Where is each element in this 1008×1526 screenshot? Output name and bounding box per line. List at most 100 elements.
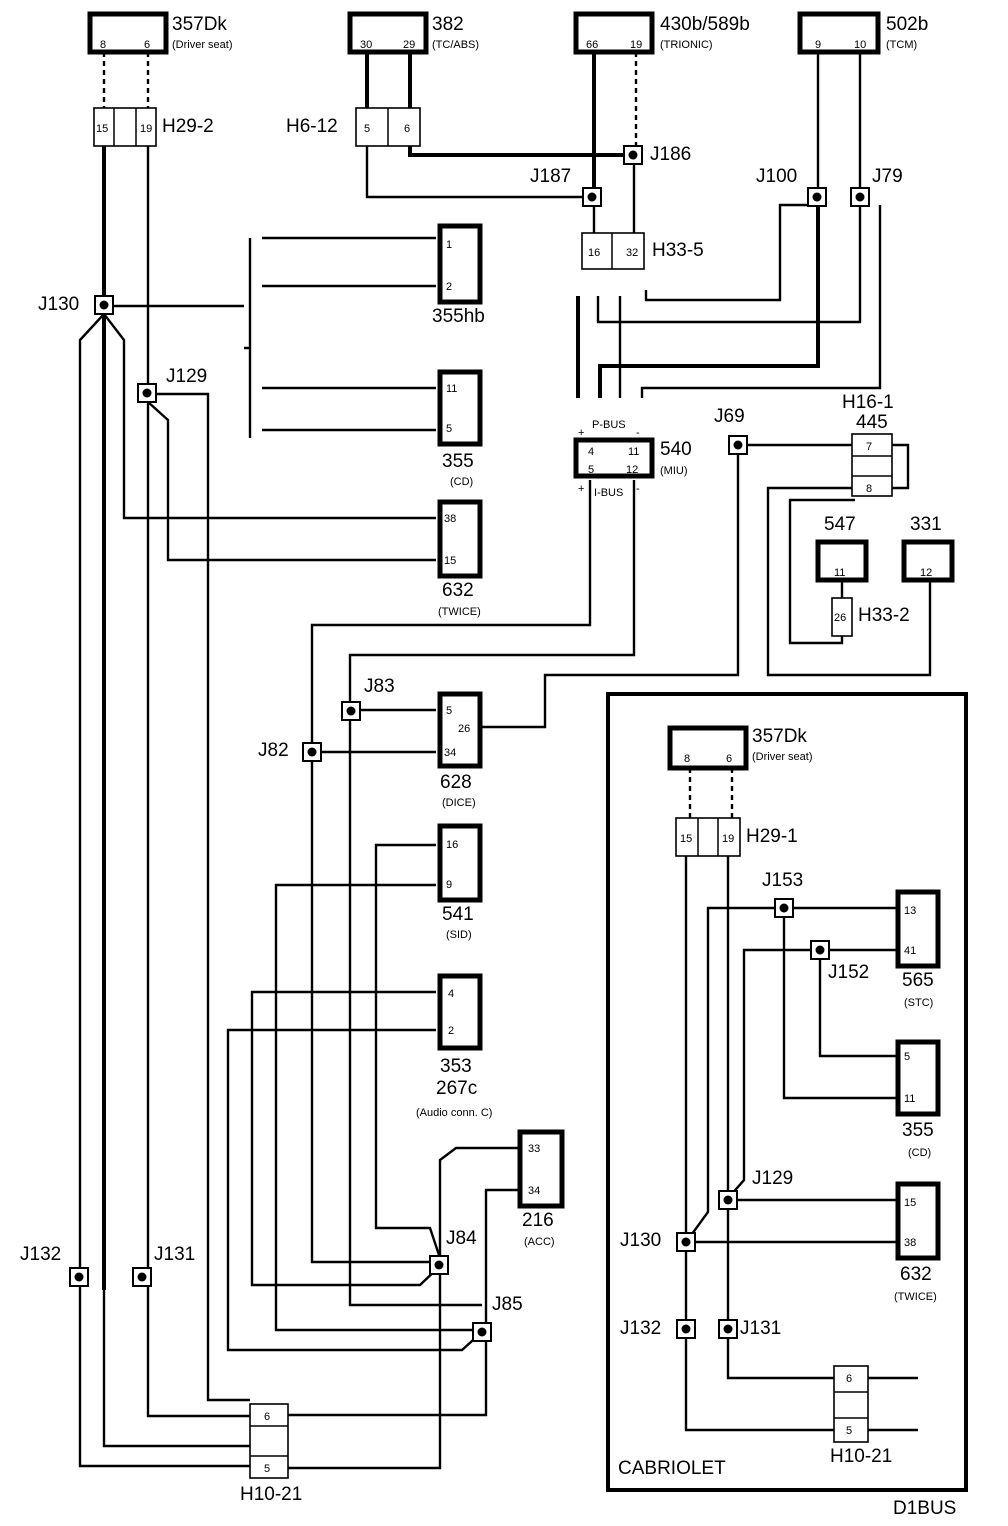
connector-h6-12: 5 6 H6-12	[286, 107, 421, 147]
svg-text:19: 19	[722, 833, 734, 845]
svg-text:26: 26	[458, 723, 470, 735]
svg-text:(TWICE): (TWICE)	[894, 1291, 937, 1303]
svg-text:8: 8	[100, 39, 106, 51]
junction-j132: J132	[20, 1244, 89, 1287]
svg-text:10: 10	[854, 39, 866, 51]
svg-text:12: 12	[626, 464, 638, 476]
svg-text:355: 355	[442, 451, 474, 472]
cab-junction-j131: J131	[718, 1318, 781, 1339]
svg-text:6: 6	[726, 753, 732, 765]
connector-h16-1-445: H16-1 445 7 8	[842, 392, 894, 497]
svg-text:34: 34	[528, 1185, 540, 1197]
svg-text:8: 8	[866, 483, 872, 495]
svg-text:216: 216	[522, 1210, 554, 1231]
connector-h10-21: 6 5 H10-21	[240, 1403, 302, 1505]
svg-text:11: 11	[904, 1093, 915, 1105]
svg-text:(CD): (CD)	[908, 1147, 931, 1159]
svg-text:66: 66	[586, 39, 598, 51]
svg-text:I-BUS: I-BUS	[594, 487, 623, 499]
svg-text:H10-21: H10-21	[240, 1484, 302, 1505]
svg-text:628: 628	[440, 772, 472, 793]
component-547: 547 11	[815, 514, 869, 583]
svg-text:J100: J100	[756, 166, 797, 187]
svg-text:540: 540	[660, 439, 692, 460]
svg-text:6: 6	[404, 123, 410, 135]
svg-text:353: 353	[440, 1056, 472, 1077]
svg-text:J79: J79	[872, 166, 903, 187]
component-355hb: 1 2 355hb	[432, 223, 485, 327]
svg-text:19: 19	[140, 123, 152, 135]
component-632-twice: 38 15 632 (TWICE)	[437, 499, 483, 618]
component-540-miu: P-BUS 4 11 5 12 I-BUS + - + - 540 (MIU)	[573, 419, 692, 499]
svg-text:15: 15	[96, 123, 108, 135]
svg-text:29: 29	[403, 39, 415, 51]
svg-text:355hb: 355hb	[432, 306, 485, 327]
svg-text:5: 5	[264, 1463, 270, 1475]
connector-h29-2: 15 19 H29-2	[93, 107, 214, 147]
connector-h33-5: 16 32 H33-5	[581, 232, 704, 270]
svg-text:J131: J131	[740, 1318, 781, 1339]
cab-junction-j129: J129	[718, 1168, 793, 1210]
component-382: 30 29 382 (TC/ABS)	[347, 11, 479, 55]
svg-text:6: 6	[264, 1411, 270, 1423]
svg-text:4: 4	[448, 988, 454, 1000]
svg-text:J85: J85	[492, 1294, 523, 1315]
svg-text:5: 5	[446, 705, 452, 717]
svg-text:5: 5	[364, 123, 370, 135]
svg-text:(STC): (STC)	[904, 997, 933, 1009]
svg-text:16: 16	[446, 839, 458, 851]
svg-text:30: 30	[360, 39, 372, 51]
svg-text:J69: J69	[714, 406, 745, 427]
svg-text:9: 9	[815, 39, 821, 51]
svg-text:382: 382	[432, 14, 464, 35]
component-430b: 66 19 430b/589b (TRIONIC)	[573, 11, 750, 55]
svg-text:(DICE): (DICE)	[442, 797, 476, 809]
svg-text:H33-2: H33-2	[858, 605, 910, 626]
svg-text:(Driver seat): (Driver seat)	[172, 39, 233, 51]
svg-text:(TC/ABS): (TC/ABS)	[432, 39, 479, 51]
cab-junction-j130: J130	[620, 1230, 696, 1252]
svg-text:J83: J83	[364, 676, 395, 697]
svg-text:357Dk: 357Dk	[172, 14, 227, 35]
svg-text:J130: J130	[38, 294, 79, 315]
cab-component-565-stc: 13 41 565 (STC)	[895, 889, 941, 1009]
svg-text:16: 16	[588, 247, 600, 259]
svg-text:32: 32	[626, 247, 638, 259]
svg-text:502b: 502b	[886, 14, 928, 35]
svg-text:34: 34	[444, 747, 456, 759]
svg-text:2: 2	[448, 1025, 454, 1037]
svg-text:(TWICE): (TWICE)	[438, 606, 481, 618]
svg-text:(CD): (CD)	[450, 476, 473, 488]
svg-text:8: 8	[684, 753, 690, 765]
svg-text:H10-21: H10-21	[830, 1446, 892, 1467]
junction-j186: J186	[623, 144, 691, 165]
junction-j69: J69	[714, 406, 748, 455]
junction-j130: J130	[38, 294, 114, 315]
cab-junction-j152: J152	[810, 940, 869, 983]
svg-text:+: +	[578, 427, 584, 439]
junction-j187: J187	[530, 166, 602, 207]
svg-text:-: -	[636, 427, 640, 439]
cab-component-357dk: 8 6 357Dk (Driver seat)	[667, 725, 813, 771]
svg-text:6: 6	[144, 39, 150, 51]
svg-text:CABRIOLET: CABRIOLET	[618, 1458, 726, 1479]
svg-text:11: 11	[834, 567, 845, 579]
svg-text:H29-2: H29-2	[162, 116, 214, 137]
junction-j82: J82	[258, 740, 322, 762]
svg-text:H29-1: H29-1	[746, 826, 798, 847]
component-216-acc: 33 34 216 (ACC)	[517, 1129, 565, 1248]
svg-text:9: 9	[446, 879, 452, 891]
svg-text:(Driver seat): (Driver seat)	[752, 751, 813, 763]
svg-text:11: 11	[446, 383, 457, 395]
svg-text:38: 38	[444, 513, 456, 525]
svg-text:(SID): (SID)	[446, 929, 472, 941]
svg-text:J132: J132	[20, 1244, 61, 1265]
cabriolet-frame: CABRIOLET	[606, 692, 968, 1492]
svg-text:632: 632	[442, 580, 474, 601]
svg-text:J186: J186	[650, 144, 691, 165]
svg-text:541: 541	[442, 904, 474, 925]
svg-text:5: 5	[846, 1425, 852, 1437]
component-355-cd: 11 5 355 (CD)	[437, 369, 483, 488]
